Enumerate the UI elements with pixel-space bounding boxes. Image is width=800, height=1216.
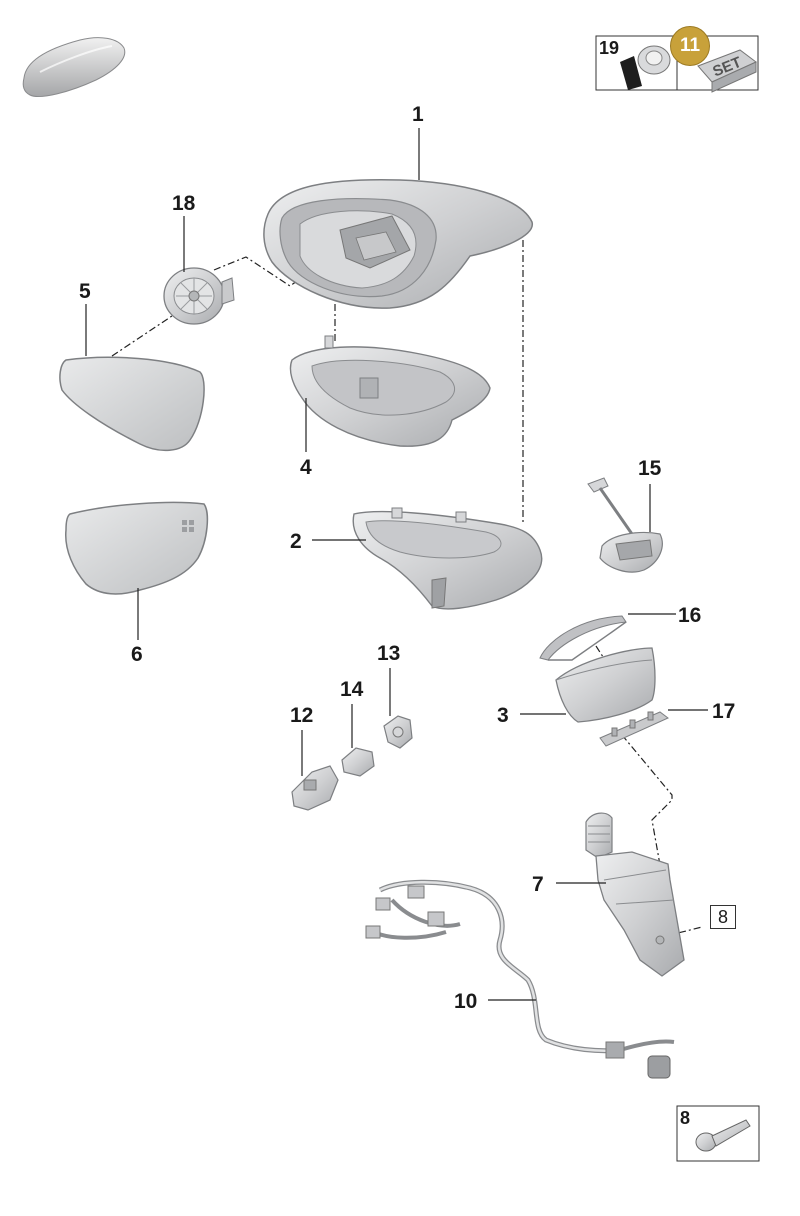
part-17-retaining-clips — [599, 711, 669, 747]
label-part-10: 10 — [454, 990, 478, 1013]
label-part-3: 3 — [497, 704, 509, 727]
part-5-mirror-glass — [59, 356, 205, 452]
label-part-5: 5 — [79, 280, 91, 303]
part-13-connector — [383, 715, 413, 749]
screw-shank-icon — [711, 1119, 751, 1147]
inset-bottom-number: 8 — [680, 1108, 691, 1128]
part-1-mirror-housing — [263, 178, 533, 309]
label-part-1: 1 — [412, 103, 424, 126]
inset-top-number: 19 — [599, 38, 620, 58]
leader-lines — [85, 128, 708, 1001]
vehicle-thumbnail-icon — [22, 37, 126, 98]
part-7-mirror-base-bracket — [585, 812, 685, 977]
harness-plugs — [365, 885, 671, 1079]
label-part-14: 14 — [340, 678, 364, 701]
part-2-lower-housing — [352, 507, 543, 610]
label-part-4: 4 — [300, 456, 312, 479]
label-part-18: 18 — [172, 192, 196, 215]
label-part-16: 16 — [678, 604, 702, 627]
part-12-connector — [291, 765, 339, 811]
label-part-15: 15 — [638, 457, 662, 480]
part-3-cover-cap — [555, 647, 656, 723]
screw-inset — [676, 1105, 760, 1162]
part-14-connector — [341, 747, 375, 777]
part-16-seal-gasket — [539, 615, 627, 661]
part-15-turn-signal-lamp — [587, 477, 663, 573]
tape-strip-icon — [620, 56, 642, 90]
assembly-lines — [111, 227, 703, 941]
label-part-12: 12 — [290, 704, 314, 727]
part-18-adjustment-motor — [163, 267, 235, 325]
label-part-17: 17 — [712, 700, 736, 723]
label-part-2: 2 — [290, 530, 302, 553]
kit-badge: 11 — [670, 26, 710, 66]
label-part-13: 13 — [377, 642, 401, 665]
part-6-mirror-glass-heated — [65, 501, 209, 595]
label-part-7: 7 — [532, 873, 544, 896]
label-part-8-ref: 8 — [710, 905, 736, 929]
label-part-6: 6 — [131, 643, 143, 666]
part-4-inner-trim-frame — [289, 335, 491, 447]
